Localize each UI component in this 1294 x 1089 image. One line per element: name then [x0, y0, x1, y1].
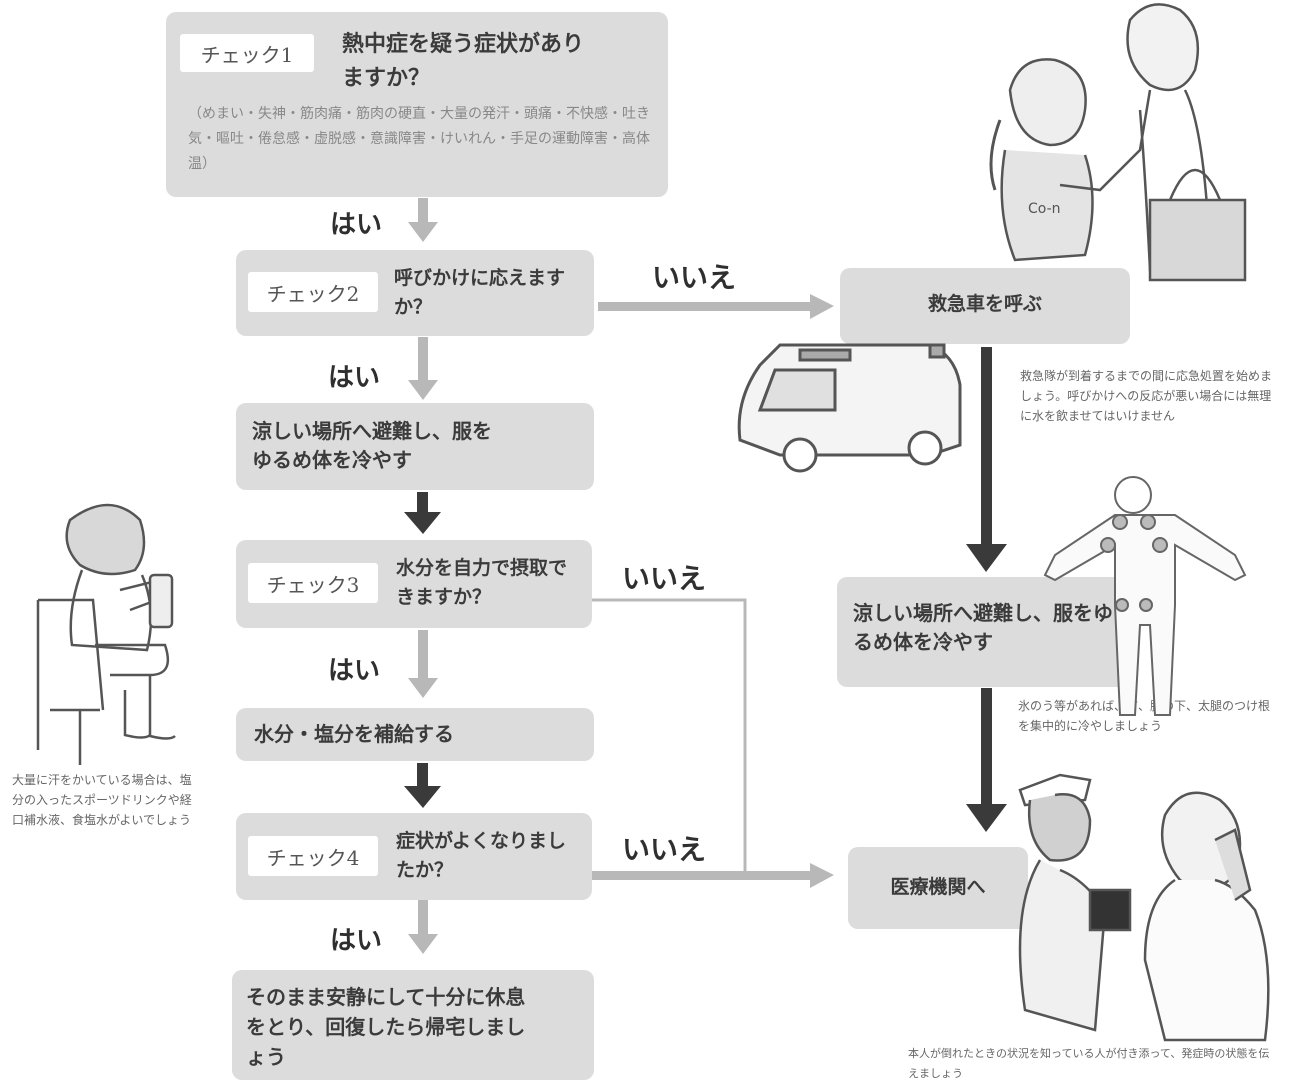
- yes-label-1: はい: [330, 210, 383, 240]
- ambulance-note: 救急隊が到着するまでの間に応急処置を始めましょう。呼びかけへの反応が悪い場合には…: [1020, 369, 1273, 423]
- arrow-yes-1: [418, 198, 428, 224]
- cool-step-right-text: 涼しい場所へ避難し、服をゆるめ体を冷やす: [853, 601, 1113, 654]
- check4-box: チェック4 症状がよくなりましたか？: [236, 813, 592, 900]
- ice-note: 氷のう等があれば、首、脇の下、太腿のつけ根を集中的に冷やしましょう: [1018, 699, 1271, 733]
- hospital-note: 本人が倒れたときの状況を知っている人が付き添って、発症時の状態を伝えましょう: [908, 1047, 1270, 1080]
- check1-box: チェック1 熱中症を疑う症状がありますか？ （めまい・失神・筋肉痛・筋肉の硬直・…: [166, 12, 668, 197]
- check2-question: 呼びかけに応えますか？: [394, 267, 566, 318]
- no-label-3: いいえ: [622, 562, 707, 595]
- arrow-no-4: [810, 863, 834, 888]
- cool-step-text: 涼しい場所へ避難し、服をゆるめ体を冷やす: [252, 419, 492, 472]
- arrow-no-2: [810, 294, 834, 319]
- check3-question: 水分を自力で摂取できますか？: [396, 557, 568, 608]
- arrow-yes-3-head: [408, 678, 438, 698]
- arrow-dark-1: [404, 512, 441, 534]
- girl-drinking-illustration: [36, 503, 176, 765]
- yes-label-4: はい: [330, 926, 383, 956]
- ambulance-step-text: 救急車を呼ぶ: [927, 293, 1042, 315]
- hydrate-step-box: 水分・塩分を補給する: [236, 708, 594, 761]
- no-label-4: いいえ: [622, 833, 707, 866]
- arrow-yes-1-head: [408, 222, 438, 242]
- check4-question: 症状がよくなりましたか？: [396, 830, 567, 881]
- arrow-dark-right-2: [966, 804, 1007, 832]
- check4-tag: チェック4: [248, 836, 378, 876]
- yes-label-3: はい: [328, 656, 381, 686]
- check2-tag: チェック2: [248, 272, 378, 312]
- final-step-text: そのまま安静にして十分に休息をとり、回復したら帰宅しましょう: [246, 985, 526, 1069]
- ambulance-step-box: 救急車を呼ぶ: [840, 268, 1130, 344]
- arrow-dark-2: [404, 786, 441, 808]
- yes-label-2: はい: [328, 363, 381, 393]
- connector-no-3: [592, 598, 747, 875]
- nurse-illustration: [1018, 773, 1270, 1042]
- check1-question: 熱中症を疑う症状がありますか？: [342, 32, 585, 91]
- svg-text:Co-n: Co-n: [1028, 201, 1061, 217]
- check1-symptoms: （めまい・失神・筋肉痛・筋肉の硬直・大量の発汗・頭痛・不快感・吐き気・嘔吐・倦怠…: [188, 106, 650, 172]
- body-ice-illustration: [1043, 476, 1247, 716]
- check2-box: チェック2 呼びかけに応えますか？: [236, 250, 594, 336]
- women-illustration: Co-n: [989, 3, 1247, 282]
- check3-box: チェック3 水分を自力で摂取できますか？: [236, 540, 592, 628]
- final-step-box: そのまま安静にして十分に休息をとり、回復したら帰宅しましょう: [232, 970, 594, 1080]
- arrow-yes-4-head: [408, 934, 438, 954]
- check1-tag: チェック1: [180, 34, 314, 72]
- check3-tag: チェック3: [248, 563, 378, 603]
- ambulance-illustration: [737, 343, 962, 473]
- cool-step-right-box: 涼しい場所へ避難し、服をゆるめ体を冷やす: [837, 577, 1134, 687]
- hospital-step-text: 医療機関へ: [890, 876, 986, 898]
- no-label-2: いいえ: [652, 261, 737, 294]
- hydrate-step-text: 水分・塩分を補給する: [254, 722, 454, 746]
- hospital-step-box: 医療機関へ: [848, 847, 1028, 929]
- drink-note: 大量に汗をかいている場合は、塩分の入ったスポーツドリンクや経口補水液、食塩水がよ…: [12, 773, 192, 827]
- arrow-dark-right-1: [966, 544, 1007, 572]
- arrow-yes-2-head: [408, 380, 438, 400]
- cool-step-box: 涼しい場所へ避難し、服をゆるめ体を冷やす: [236, 403, 594, 490]
